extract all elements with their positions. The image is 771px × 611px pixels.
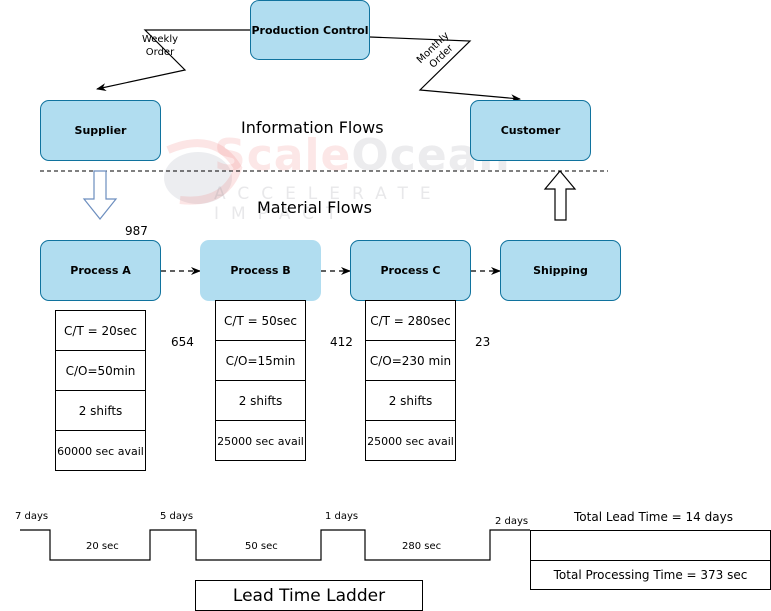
material-flows-title: Material Flows	[257, 198, 372, 217]
process-b-shifts: 2 shifts	[216, 381, 305, 421]
process-a-box[interactable]: Process A	[40, 240, 161, 301]
ladder-process-1: 20 sec	[86, 541, 119, 552]
shipping-label: Shipping	[533, 264, 588, 277]
ladder-process-3: 280 sec	[402, 541, 442, 552]
total-processing-time: Total Processing Time = 373 sec	[530, 560, 771, 590]
weekly-order-line-2: Order	[145, 47, 175, 58]
customer-label: Customer	[500, 124, 561, 137]
process-c-cycle-time: C/T = 280sec	[366, 301, 455, 341]
shipping-up-arrow-icon	[543, 170, 577, 221]
ladder-wait-3: 1 days	[325, 511, 359, 522]
lead-time-ladder-line	[20, 529, 530, 561]
process-c-available-time: 25000 sec avail	[367, 434, 454, 448]
ladder-process-2: 50 sec	[245, 541, 278, 552]
process-a-label: Process A	[70, 264, 131, 277]
supplier-label: Supplier	[74, 124, 127, 137]
process-a-changeover: C/O=50min	[56, 351, 145, 391]
process-a-data-box: C/T = 20sec C/O=50min 2 shifts 60000 sec…	[55, 310, 146, 471]
process-b-data-box: C/T = 50sec C/O=15min 2 shifts 25000 sec…	[215, 300, 306, 461]
inventory-c-shipping: 23	[475, 335, 491, 349]
ladder-wait-1: 7 days	[15, 511, 49, 522]
ladder-wait-2: 5 days	[160, 511, 194, 522]
process-a-shifts: 2 shifts	[56, 391, 145, 431]
process-b-available-time: 25000 sec avail	[217, 434, 304, 448]
weekly-order-label: Weekly Order	[140, 33, 180, 59]
total-lead-time: Total Lead Time = 14 days	[574, 510, 733, 524]
process-b-cycle-time: C/T = 50sec	[216, 301, 305, 341]
process-a-available-time: 60000 sec avail	[57, 444, 144, 458]
supplier-down-arrow-icon	[82, 170, 118, 220]
customer-box[interactable]: Customer	[470, 100, 591, 161]
ladder-wait-4: 2 days	[495, 516, 529, 527]
weekly-order-line-1: Weekly	[141, 34, 179, 45]
process-c-data-box: C/T = 280sec C/O=230 min 2 shifts 25000 …	[365, 300, 456, 461]
information-flows-title: Information Flows	[241, 118, 384, 137]
inventory-supplier-a: 987	[125, 224, 148, 238]
lead-time-ladder-title: Lead Time Ladder	[195, 580, 423, 611]
production-control-label: Production Control	[251, 23, 369, 37]
shipping-box[interactable]: Shipping	[500, 240, 621, 301]
monthly-order-arrow	[369, 36, 521, 103]
production-control-box[interactable]: Production Control	[250, 0, 370, 60]
process-c-shifts: 2 shifts	[366, 381, 455, 421]
total-lead-time-box	[530, 530, 771, 561]
process-c-label: Process C	[380, 264, 441, 277]
weekly-order-arrow	[96, 29, 250, 92]
inventory-a-b: 654	[171, 335, 194, 349]
process-c-changeover: C/O=230 min	[366, 341, 455, 381]
process-a-cycle-time: C/T = 20sec	[56, 311, 145, 351]
inventory-b-c: 412	[330, 335, 353, 349]
process-c-box[interactable]: Process C	[350, 240, 471, 301]
process-b-label: Process B	[230, 264, 291, 277]
process-b-changeover: C/O=15min	[216, 341, 305, 381]
supplier-box[interactable]: Supplier	[40, 100, 161, 161]
process-b-box[interactable]: Process B	[200, 240, 321, 301]
